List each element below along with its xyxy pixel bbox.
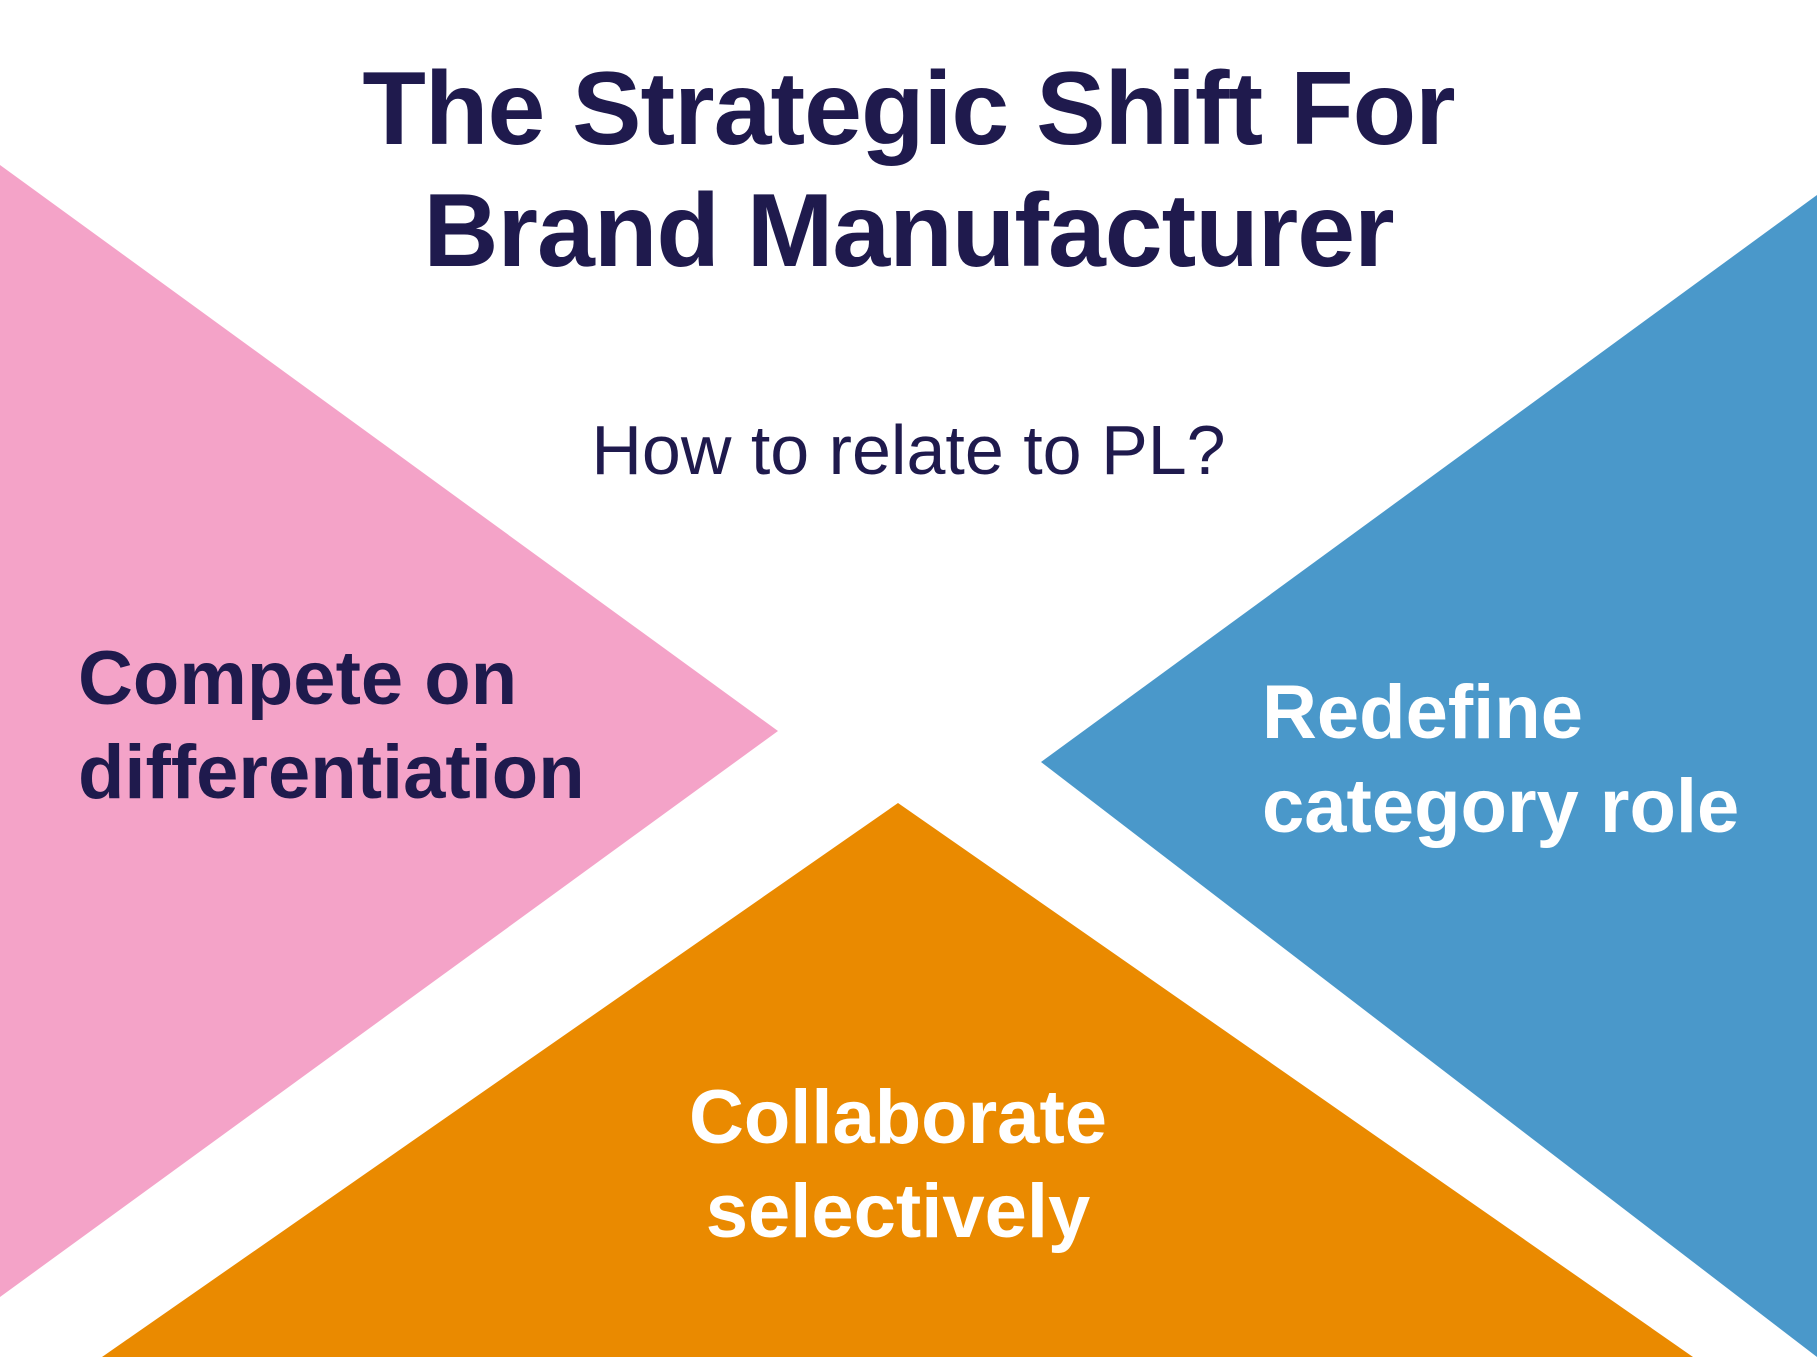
redefine-label-line-1: Redefine (1262, 670, 1583, 755)
title-line-1: The Strategic Shift For (362, 51, 1455, 167)
blue-triangle (1041, 195, 1817, 1357)
pink-triangle (0, 165, 778, 1297)
redefine-label-line-2: category role (1262, 764, 1740, 849)
compete-label-line-1: Compete on (78, 636, 518, 721)
redefine-label: Redefine category role (1262, 666, 1739, 854)
compete-label-line-2: differentiation (78, 730, 585, 815)
collaborate-label-line-1: Collaborate (688, 1075, 1108, 1160)
collaborate-label-line-2: selectively (705, 1169, 1091, 1254)
compete-label: Compete on differentiation (78, 632, 585, 820)
question-text: How to relate to PL? (591, 411, 1226, 489)
page-title: The Strategic Shift For Brand Manufactur… (0, 48, 1817, 292)
title-line-2: Brand Manufacturer (423, 173, 1394, 289)
orange-triangle (102, 803, 1693, 1357)
collaborate-label: Collaborate selectively (598, 1071, 1198, 1259)
